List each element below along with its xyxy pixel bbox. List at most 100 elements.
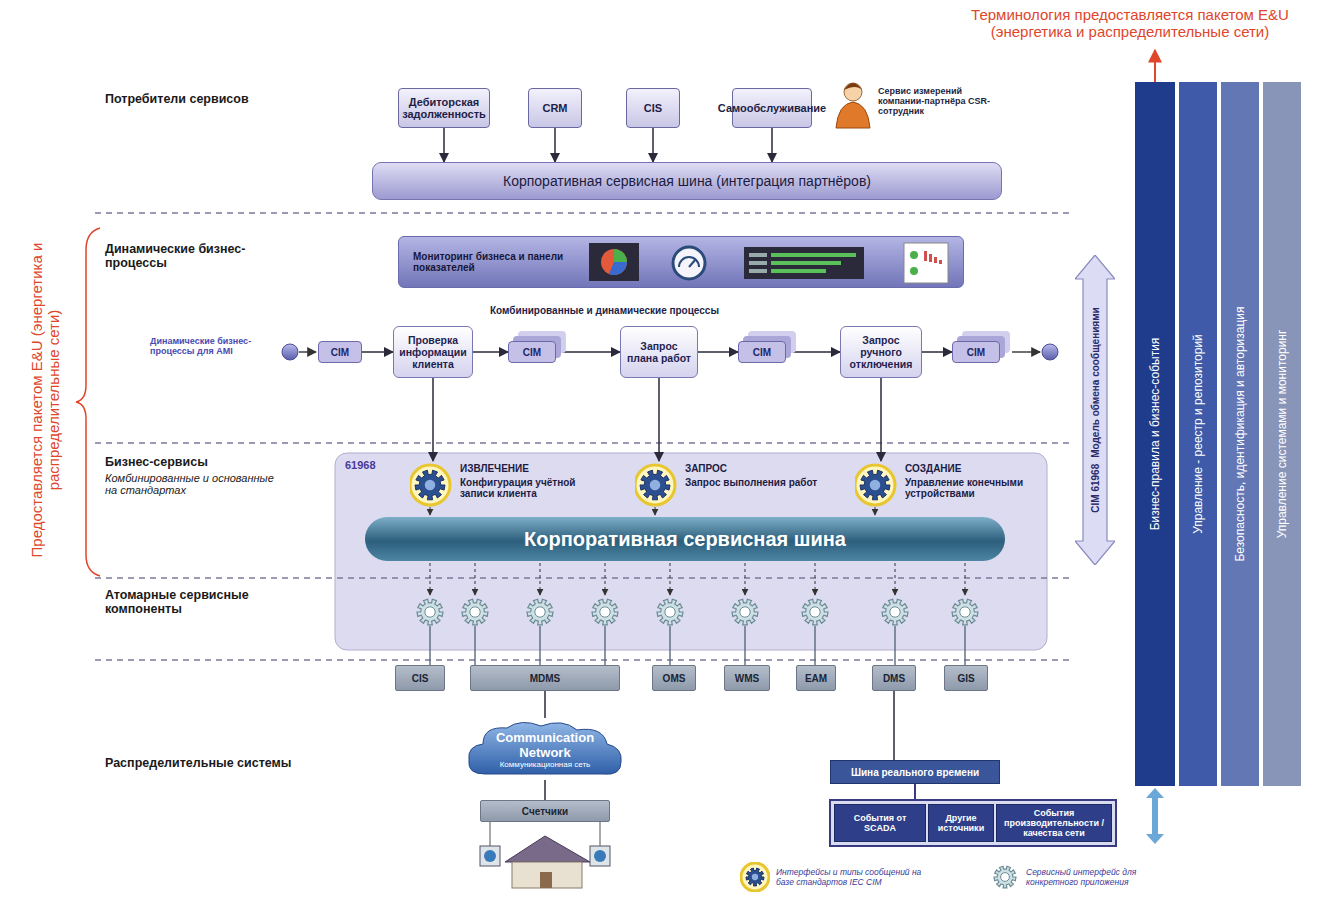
cim-message-box: CIM [318, 341, 362, 363]
realtime-bus-box: Шина реального времени [830, 760, 1000, 784]
cim-message-box: CIM [952, 341, 1000, 363]
bus-link [815, 563, 816, 595]
flow-arrow [1012, 351, 1040, 352]
bus-link [895, 563, 896, 595]
system-link [744, 626, 745, 665]
cim-double-arrow: CIM 61968 Модель обмена сообщениями [1075, 255, 1115, 565]
rotated-text-holder: Управление системами и мониторинг [1275, 330, 1289, 539]
event-source-box: Другие источники [928, 804, 994, 842]
node-text: CIM [331, 347, 349, 358]
node-text: Коммуникационная сеть [500, 760, 591, 769]
node-text: Модель обмена сообщениями [1090, 307, 1101, 458]
terminology-arrow [1154, 50, 1156, 82]
app-interface-gear [802, 599, 828, 625]
system-box: WMS [724, 665, 770, 691]
app-interface-gear [462, 599, 488, 625]
bus-link [540, 563, 541, 595]
integration-arrow [1152, 796, 1158, 836]
service-link [655, 507, 656, 515]
annotation-label: Терминология предоставляется пакетом E&U… [930, 6, 1330, 40]
annotation-label: Динамические бизнес-процессы для AMI [150, 336, 275, 356]
node-text: Корпоративная сервисная шина (интеграция… [503, 173, 871, 189]
connector [473, 351, 508, 353]
cim-message-box: CIM [738, 341, 786, 363]
layer-title: Динамические бизнес-процессы [105, 242, 255, 270]
cross-cutting-band: Управление - реестр и репозиторий [1179, 82, 1217, 786]
service-bus-bar: Корпоративная сервисная шина [365, 517, 1005, 561]
cim-message-box: CIM [508, 341, 556, 363]
node-text: CIS [644, 102, 662, 114]
node-text: CIM [753, 347, 771, 358]
system-link [894, 626, 895, 665]
cross-cutting-band: Управление системами и мониторинг [1263, 82, 1301, 786]
layer-separator [95, 659, 1070, 661]
node-text: Управление конечными устройствами [905, 477, 1031, 499]
service-link [875, 507, 876, 515]
network-cloud: Communication NetworkКоммуникационная се… [465, 718, 625, 780]
connector [362, 351, 393, 353]
cim-interface-gear [410, 465, 450, 505]
node-text: Корпоративная сервисная шина [524, 528, 846, 551]
node-text: ЗАПРОС [685, 463, 727, 474]
connector [880, 378, 882, 461]
house-illustration [480, 822, 610, 888]
system-link [539, 626, 540, 665]
rotated-text-holder: CIM 61968 Модель обмена сообщениями [1090, 307, 1101, 512]
consumer-box: CRM [528, 88, 582, 128]
node-text: CIM [967, 347, 985, 358]
system-link [964, 626, 965, 665]
services-panel: 61968ИЗВЛЕЧЕНИЕКонфигурация учётной запи… [335, 453, 1047, 650]
service-link [430, 507, 431, 515]
service-gear-icon [635, 461, 681, 509]
layer-title: Потребители сервисов [105, 92, 305, 106]
legend-text: Интерфейсы и типы сообщений на базе стан… [776, 867, 936, 887]
connector [432, 378, 434, 461]
node-text: Счетчики [522, 806, 568, 817]
node-text: CIM 61968 [1090, 464, 1101, 513]
rotated-text-holder: Управление - реестр и репозиторий [1191, 334, 1205, 534]
app-interface-gear [417, 599, 443, 625]
node-text: Проверка информации клиента [398, 334, 468, 370]
cross-cutting-band: Безопасность, идентификация и авторизаци… [1221, 82, 1259, 786]
bus-stem [914, 784, 916, 800]
service-gear-icon [855, 461, 901, 509]
bus-link [670, 563, 671, 595]
node-text: DMS [883, 673, 905, 684]
connector [658, 378, 660, 461]
system-link [669, 626, 670, 665]
annotation-label: Сервис измерений компании-партнёра CSR-с… [878, 86, 1008, 116]
app-interface-gear [994, 866, 1016, 888]
node-text: Безопасность, идентификация и авторизаци… [1233, 306, 1247, 561]
node-text: Запрос выполнения работ [685, 477, 817, 488]
event-source-box: События производительности / качества се… [996, 804, 1112, 842]
layer-title: Распределительные системы [105, 756, 355, 770]
connector [652, 128, 654, 162]
legend-item: Сервисный интерфейс для конкретного прил… [990, 862, 1186, 892]
consumer-box: CIS [626, 88, 680, 128]
business-service: ИЗВЛЕЧЕНИЕКонфигурация учётной записи кл… [410, 461, 610, 509]
node-text: Управление системами и мониторинг [1275, 330, 1289, 539]
annotation-label: Комбинированные и динамические процессы [490, 305, 810, 316]
node-text: OMS [663, 673, 686, 684]
scope-bracket [76, 228, 100, 576]
node-text: Другие источники [932, 813, 990, 833]
connector [544, 691, 546, 718]
consumer-box: Дебиторская задолженность [398, 88, 490, 128]
node-text: WMS [735, 673, 759, 684]
process-box: Запрос плана работ [620, 326, 698, 378]
dashboard-icons [399, 237, 965, 289]
node-text: Запрос плана работ [625, 340, 693, 364]
app-interface-gear [882, 599, 908, 625]
system-box: GIS [944, 665, 988, 691]
system-box: EAM [796, 665, 836, 691]
business-service: ЗАПРОС Запрос выполнения работ [635, 461, 835, 509]
node-text: Запрос ручного отключения [845, 334, 917, 370]
node-text: Шина реального времени [851, 767, 979, 778]
node-text: GIS [957, 673, 974, 684]
node-text: CRM [542, 102, 567, 114]
bus-link [605, 563, 606, 595]
node-text: ИЗВЛЕЧЕНИЕ [460, 463, 529, 474]
node-text: Управление - реестр и репозиторий [1191, 334, 1205, 534]
process-box: Проверка информации клиента [393, 326, 473, 378]
system-box: MDMS [470, 665, 620, 691]
